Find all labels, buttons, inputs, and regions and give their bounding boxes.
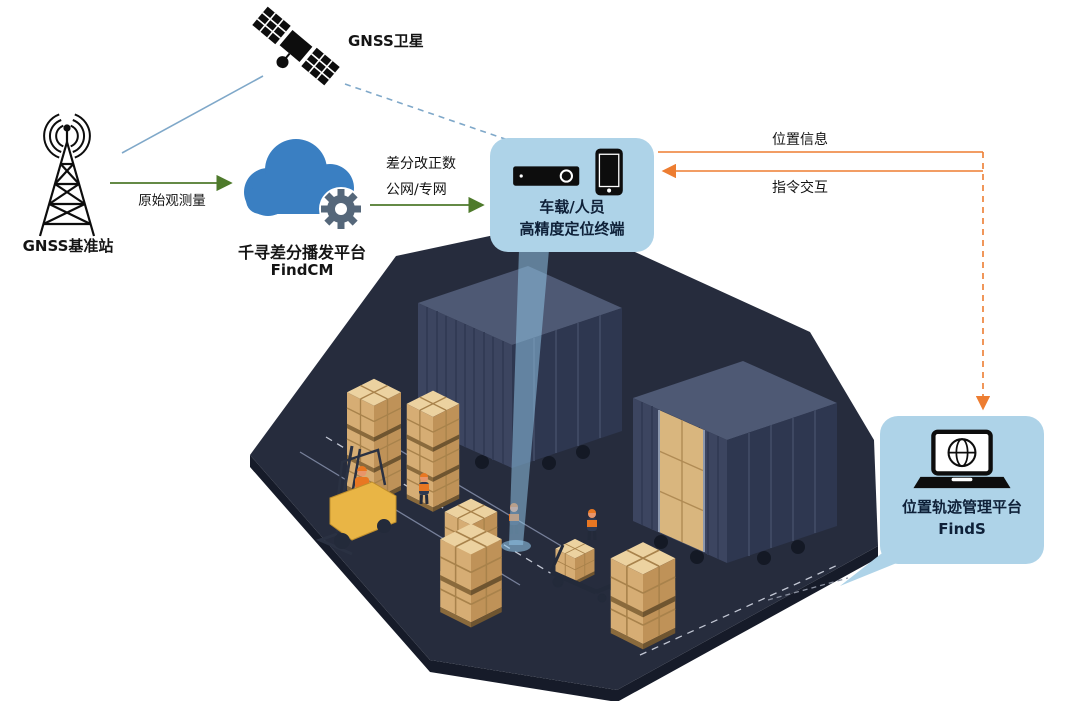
warehouse-illustration [250,220,914,701]
dvr-device-icon [513,166,580,186]
pallet-stack-e [609,541,677,651]
open-door-cargo [658,410,705,552]
forklift-icon [315,445,397,556]
satellite-icon [252,6,340,86]
laptop-globe-icon [913,429,1011,489]
management-platform-node: 位置轨迹管理平台 FindS [880,416,1044,564]
management-subtitle: FindS [938,519,986,538]
position-info-label: 位置信息 [772,132,828,148]
gear-icon [319,187,363,231]
connector-lines [110,75,991,411]
correction-label-line2: 公网/专网 [386,182,447,198]
cloud-icon [244,139,363,231]
signal-waves-icon [43,113,91,159]
cloud-platform-title: 千寻差分播发平台 [237,243,366,262]
globe-icon [947,438,977,468]
cloud-platform-subtitle: FindCM [270,261,334,279]
pallet-stack-d [439,522,503,629]
base-station-label: GNSS基准站 [22,237,114,255]
base-station-icon [38,113,96,237]
worker-icon-3 [587,509,597,541]
correction-label-line1: 差分改正数 [386,156,456,172]
terminal-devices-icon [513,148,623,196]
worker-icon-1 [419,473,429,505]
platform-top [250,220,878,690]
terminal-label-line2: 高精度定位终端 [519,219,625,238]
platform-to-finds-line [767,577,849,601]
satellite-label: GNSS卫星 [348,32,424,50]
management-title: 位置轨迹管理平台 [901,498,1022,516]
satellite-to-terminal-line [344,83,509,141]
raw-observation-label: 原始观测量 [138,193,206,209]
pallet-stack-b [406,389,460,513]
command-interaction-label: 指令交互 [772,180,828,196]
positioning-beam [501,250,549,552]
shipping-container-2 [633,361,837,565]
terminal-label-line1: 车载/人员 [539,198,605,216]
smartphone-icon [595,148,623,196]
satellite-to-base-line [121,75,264,154]
terminal-node: 车载/人员 高精度定位终端 [490,138,654,252]
platform-side [250,455,878,701]
